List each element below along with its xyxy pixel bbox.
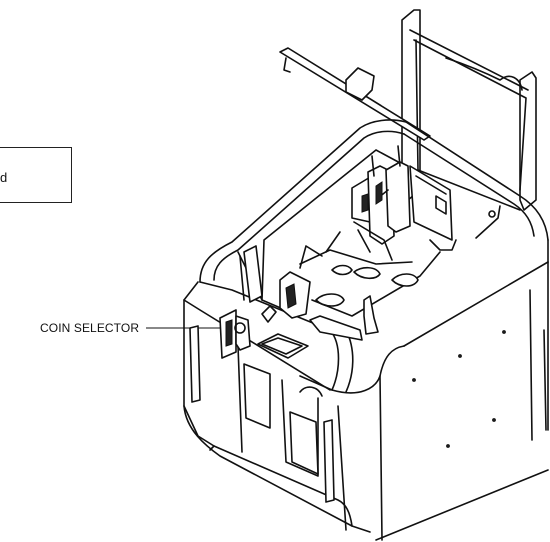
cabinet-rim (199, 119, 549, 394)
cabinet-right-side (375, 239, 549, 541)
open-lid (279, 47, 431, 141)
callout-box (0, 147, 72, 203)
claw-mechanism (351, 145, 453, 261)
callout-text: d (0, 170, 8, 185)
cabinet-front (183, 281, 371, 533)
coin-selector-label: COIN SELECTOR (40, 321, 140, 335)
rear-frame (401, 9, 537, 211)
interior-playfield (237, 149, 501, 341)
coin-tray (257, 305, 309, 359)
coin-selector (219, 309, 251, 359)
